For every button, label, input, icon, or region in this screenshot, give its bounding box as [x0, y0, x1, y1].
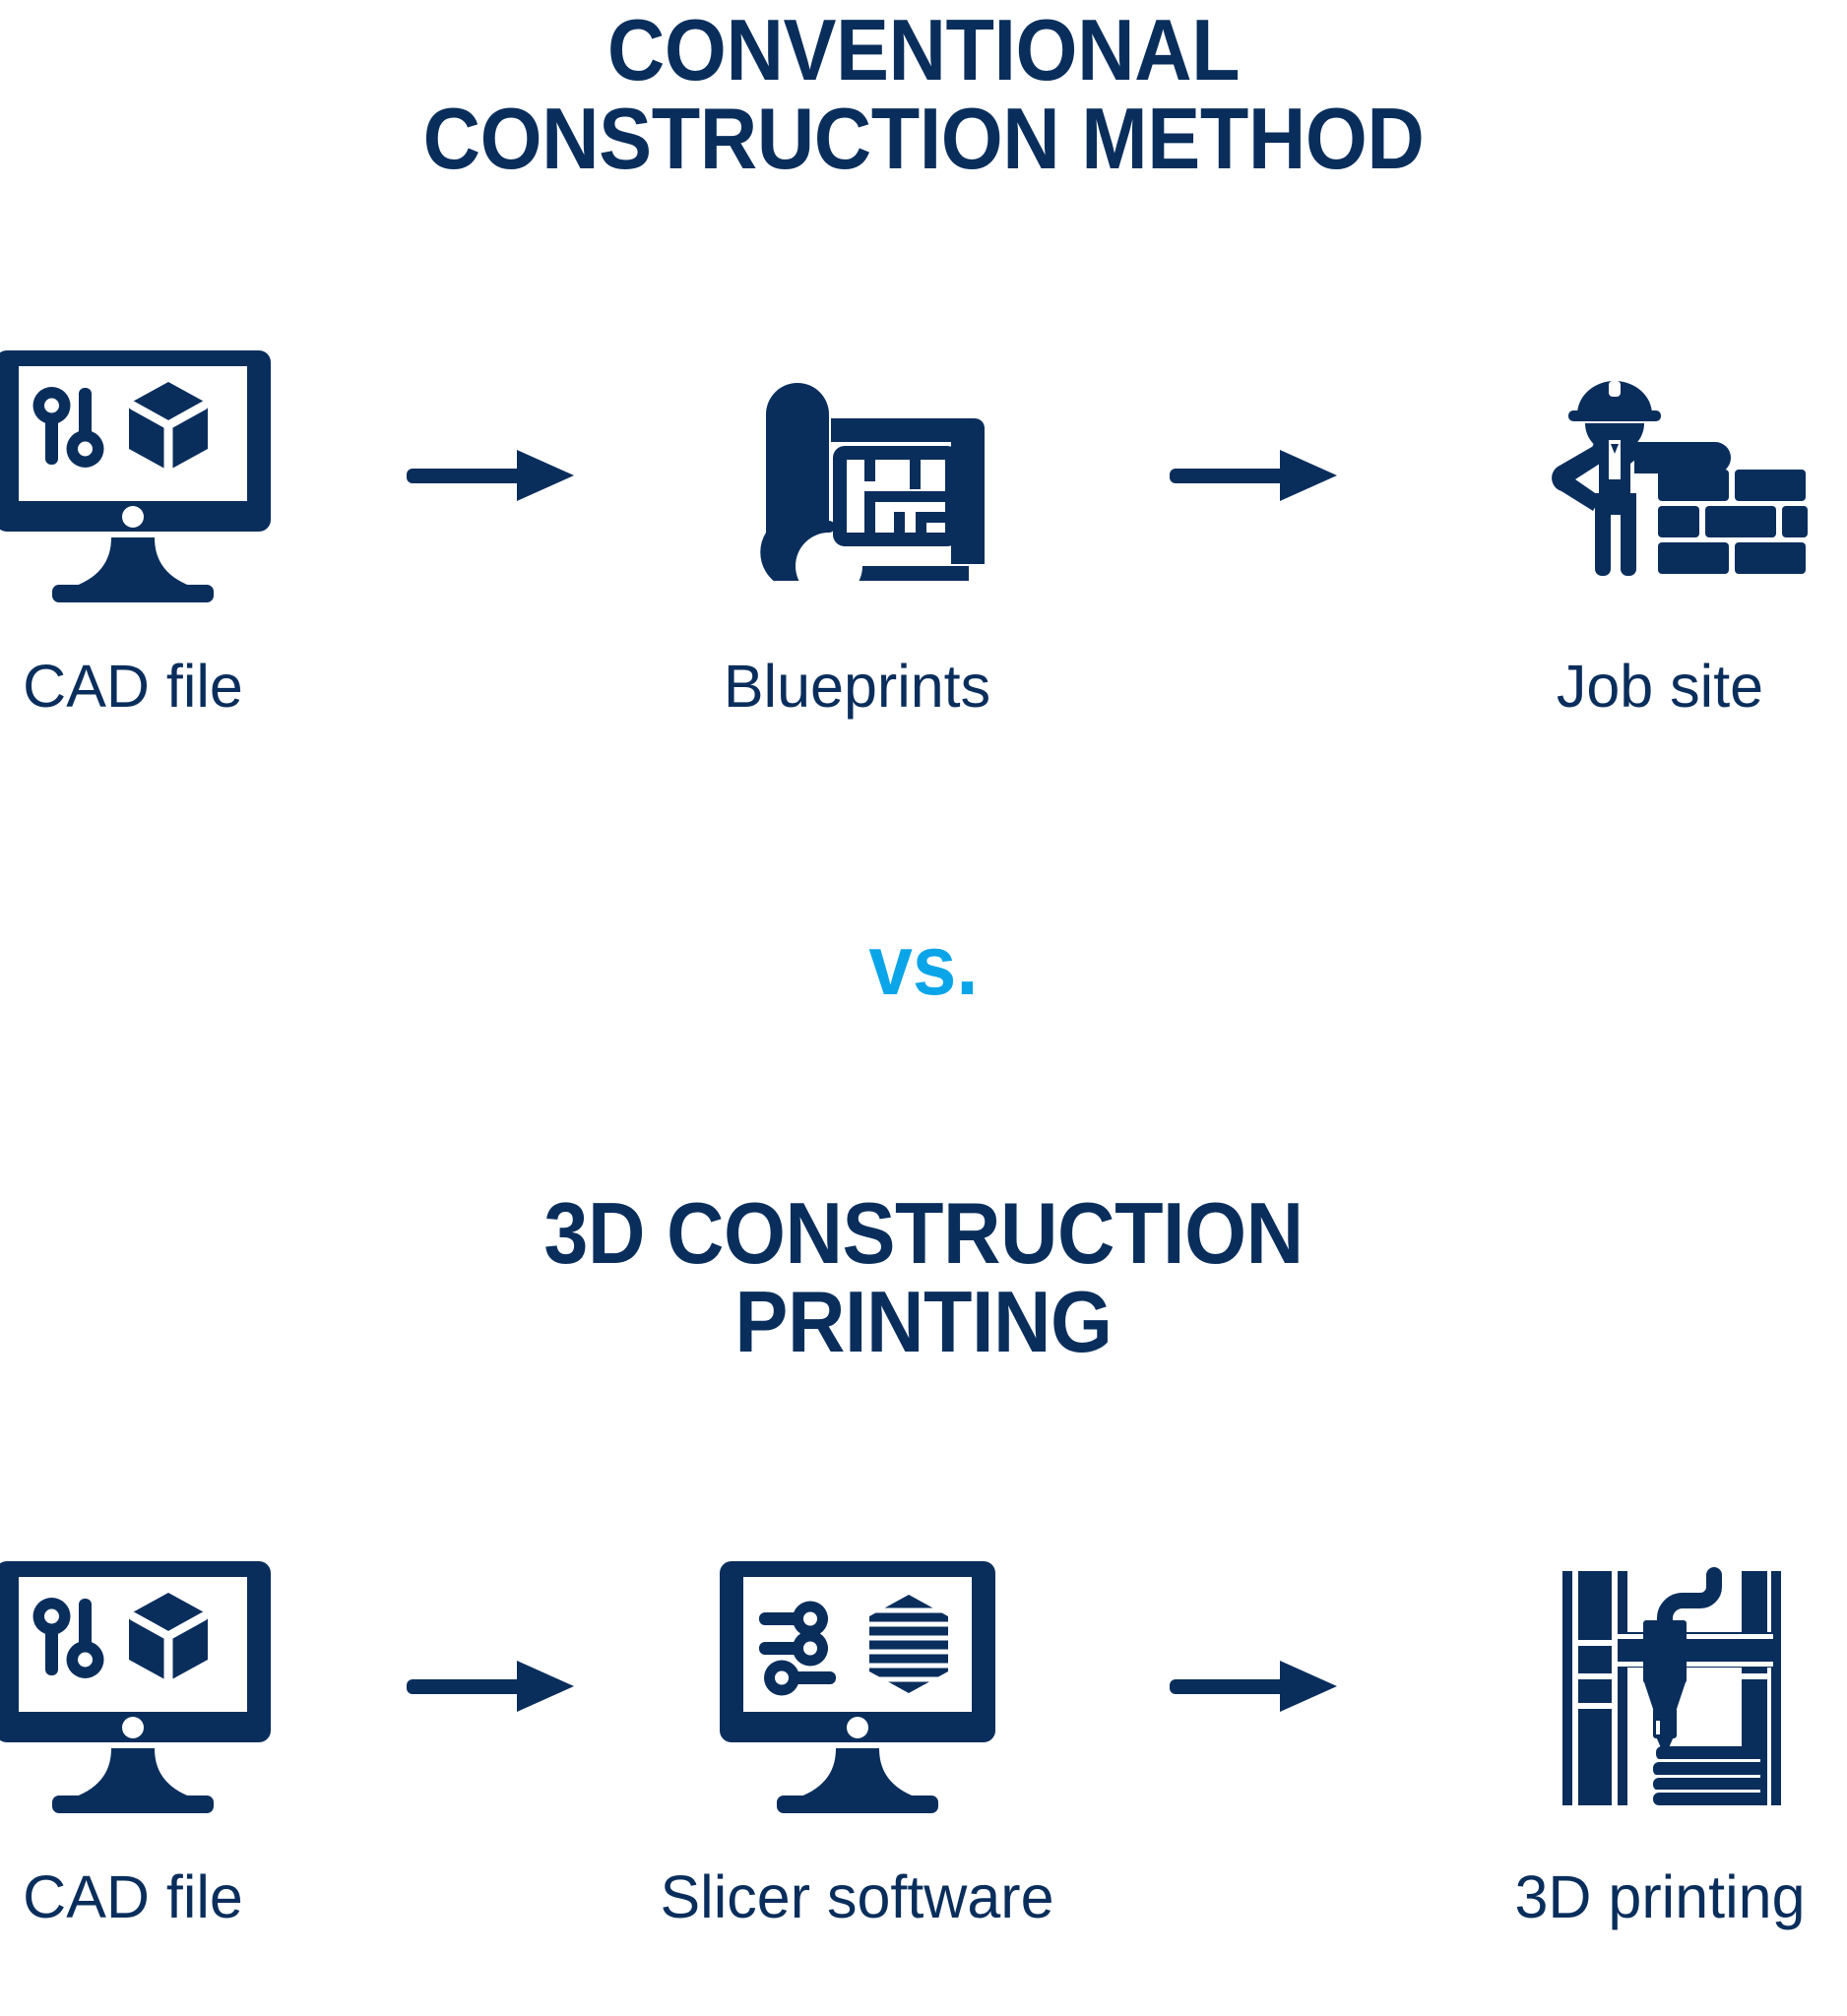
flow-step-slicer-software: Slicer software [651, 1555, 1064, 1927]
flow-row-3d-construction-printing: CAD file [0, 1555, 1847, 2008]
section-title-line-1: 3D CONSTRUCTION [543, 1184, 1304, 1282]
flow-step-label: 3D printing [1514, 1863, 1806, 1930]
arrow-right-icon [382, 345, 608, 605]
flow-step-label: Slicer software [660, 1863, 1054, 1930]
flow-step-label: CAD file [23, 653, 243, 720]
blueprint-roll-icon [727, 345, 988, 605]
section-title-line-1: CONVENTIONAL [606, 1, 1241, 98]
flow-step-blueprints: Blueprints [651, 345, 1064, 717]
section-title-3d-construction-printing: 3D CONSTRUCTION PRINTING [74, 1189, 1773, 1366]
construction-worker-brick-wall-icon [1512, 345, 1808, 605]
flow-step-label: Blueprints [723, 653, 991, 720]
versus-divider-label: vs. [868, 918, 979, 1013]
flow-row-conventional: CAD file [0, 345, 1847, 797]
section-title-line-2: PRINTING [734, 1272, 1113, 1370]
gantry-3d-printer-icon [1527, 1555, 1793, 1816]
flow-step-3d-printing: 3D printing [1453, 1555, 1847, 1927]
section-title-conventional: CONVENTIONAL CONSTRUCTION METHOD [74, 6, 1773, 183]
arrow-right-icon [1145, 345, 1371, 605]
flow-step-label: CAD file [23, 1863, 243, 1930]
flow-step-cad-file-3dcp: CAD file [0, 1555, 340, 1927]
flow-step-cad-file-conventional: CAD file [0, 345, 340, 717]
monitor-cad-icon [0, 345, 271, 605]
section-title-line-2: CONSTRUCTION METHOD [422, 89, 1425, 187]
flow-step-label: Job site [1556, 653, 1764, 720]
monitor-cad-icon [0, 1555, 271, 1816]
flow-step-job-site: Job site [1453, 345, 1847, 717]
arrow-right-icon [382, 1555, 608, 1816]
monitor-slicer-icon [719, 1555, 995, 1816]
arrow-right-icon [1145, 1555, 1371, 1816]
